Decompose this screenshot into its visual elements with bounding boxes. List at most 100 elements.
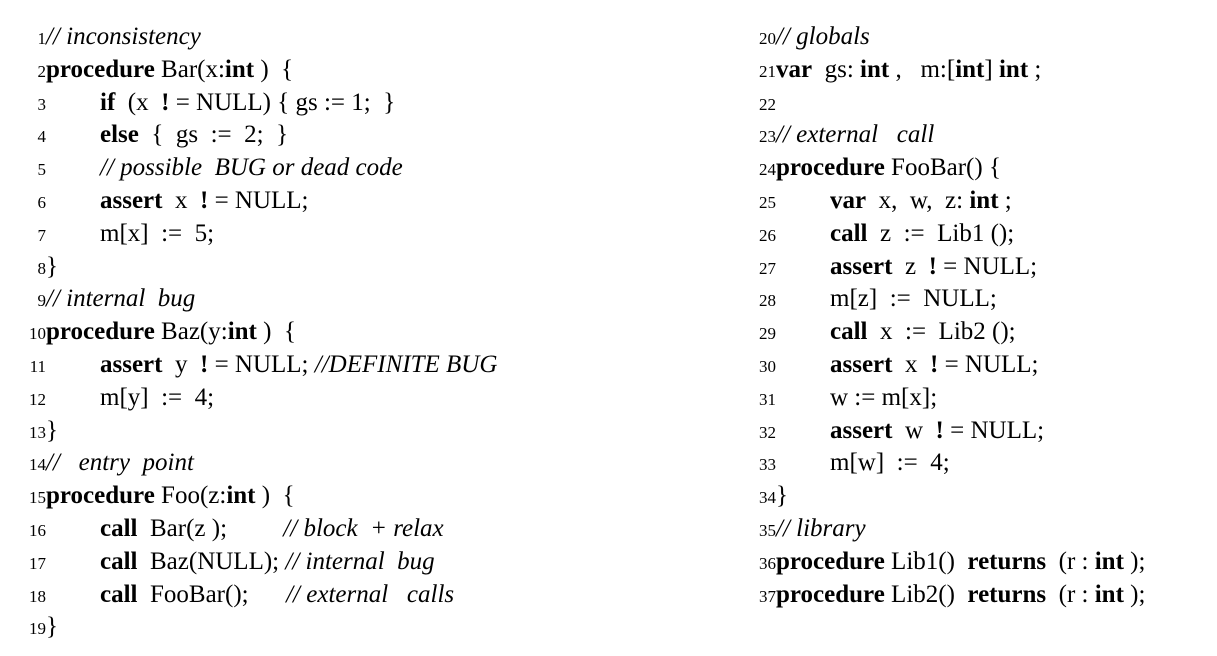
line-number: 21 <box>759 61 776 81</box>
code-line: 2procedure Bar(x:int ) { <box>20 54 710 87</box>
code-text: m[z] := NULL; <box>830 285 997 312</box>
comment: // internal bug <box>285 547 435 575</box>
code-listing-left: 1// inconsistency 2procedure Bar(x:int ) … <box>20 21 710 644</box>
line-number: 18 <box>29 586 46 606</box>
line-number: 36 <box>759 553 776 573</box>
code-token: FooBar() { <box>884 154 1001 182</box>
line-number: 19 <box>29 619 46 639</box>
keyword: procedure <box>46 55 155 83</box>
line-number: 37 <box>759 586 776 606</box>
line-number: 30 <box>759 356 776 376</box>
keyword: call <box>100 547 138 575</box>
comment: // entry point <box>46 449 194 477</box>
code-text: // internal bug <box>46 285 195 312</box>
line-number: 15 <box>29 488 46 508</box>
keyword: int <box>224 55 255 83</box>
line-number: 26 <box>759 225 776 245</box>
keyword: assert <box>830 252 893 280</box>
code-text: w := m[x]; <box>830 384 937 411</box>
line-number: 1 <box>37 29 47 48</box>
keyword: int <box>1094 547 1124 575</box>
code-token: = NULL; <box>208 186 309 214</box>
keyword: procedure <box>776 154 885 182</box>
code-token: ) { <box>255 482 295 510</box>
code-token: w <box>892 416 936 444</box>
code-text: } <box>46 417 58 444</box>
code-text: if (x ! = NULL) { gs := 1; } <box>100 89 395 116</box>
code-token: Lib1() <box>884 547 968 575</box>
code-token: m[y] := 4; <box>100 383 215 411</box>
code-text: assert x ! = NULL; <box>100 187 309 214</box>
code-token: = NULL; <box>943 416 1045 444</box>
code-line: 12 m[y] := 4; <box>20 382 710 415</box>
code-line: 6 assert x ! = NULL; <box>20 185 710 218</box>
code-text: procedure FooBar() { <box>776 154 1001 181</box>
comment: // possible BUG or dead code <box>100 154 403 182</box>
code-text: // entry point <box>46 449 194 476</box>
code-token: Lib2() <box>884 580 968 608</box>
code-token: x <box>892 350 930 378</box>
code-line: 23// external call <box>750 119 1210 152</box>
code-line: 30 assert x ! = NULL; <box>750 349 1210 382</box>
code-text: m[x] := 5; <box>100 220 214 247</box>
line-number: 27 <box>759 258 776 278</box>
line-number: 9 <box>37 291 47 311</box>
code-text: // possible BUG or dead code <box>100 154 403 181</box>
code-line: 24procedure FooBar() { <box>750 152 1210 185</box>
line-number: 16 <box>29 520 46 540</box>
code-token: gs: <box>812 55 861 83</box>
line-number: 6 <box>37 192 47 212</box>
line-number: 35 <box>759 520 776 540</box>
code-text: // external call <box>776 121 934 148</box>
keyword: assert <box>830 416 893 444</box>
line-number: 32 <box>759 422 776 442</box>
code-token: Baz(y: <box>154 318 228 346</box>
code-text: } <box>46 613 58 640</box>
code-token: { gs := 2; } <box>138 121 289 149</box>
line-number: 11 <box>29 356 46 376</box>
code-token: (x <box>115 88 162 116</box>
line-number: 12 <box>29 389 46 409</box>
comment: // inconsistency <box>46 23 201 50</box>
keyword: returns <box>967 547 1047 575</box>
line-number: 28 <box>759 291 776 311</box>
line-number: 3 <box>37 94 47 114</box>
code-token: z := Lib1 (); <box>867 219 1015 247</box>
code-line: 37procedure Lib2() returns (r : int ); <box>750 579 1210 612</box>
keyword: ! <box>935 416 944 444</box>
code-token: } <box>46 613 58 641</box>
code-text: m[y] := 4; <box>100 384 214 411</box>
code-token: ; <box>998 186 1012 214</box>
code-token: ) { <box>256 318 296 346</box>
line-number: 25 <box>759 192 776 212</box>
code-line: 13} <box>20 415 710 448</box>
code-token: w := m[x]; <box>830 383 938 411</box>
code-line: 20// globals <box>750 21 1210 54</box>
keyword: call <box>100 514 138 542</box>
code-text: assert x ! = NULL; <box>830 351 1039 378</box>
code-token: FooBar(); <box>137 580 287 608</box>
code-text: procedure Baz(y:int ) { <box>46 318 296 345</box>
line-number: 34 <box>759 488 776 508</box>
code-text: call Bar(z ); // block + relax <box>100 515 444 542</box>
code-token: ) { <box>254 55 294 83</box>
code-text: procedure Lib1() returns (r : int ); <box>776 548 1145 575</box>
code-token: z <box>892 252 929 280</box>
keyword: procedure <box>776 547 885 575</box>
line-number: 22 <box>759 94 776 114</box>
code-line: 10procedure Baz(y:int ) { <box>20 316 710 349</box>
code-line: 32 assert w ! = NULL; <box>750 415 1210 448</box>
comment: // globals <box>776 23 870 50</box>
line-number: 31 <box>759 389 776 409</box>
code-token: = NULL; <box>208 350 315 378</box>
code-token: Foo(z: <box>154 482 227 510</box>
keyword: procedure <box>46 318 155 346</box>
line-number: 24 <box>759 160 776 180</box>
code-token: (r : <box>1046 547 1095 575</box>
code-line: 9// internal bug <box>20 283 710 316</box>
code-text: } <box>776 482 788 509</box>
code-line: 22 <box>750 87 1210 120</box>
keyword: var <box>776 55 813 83</box>
